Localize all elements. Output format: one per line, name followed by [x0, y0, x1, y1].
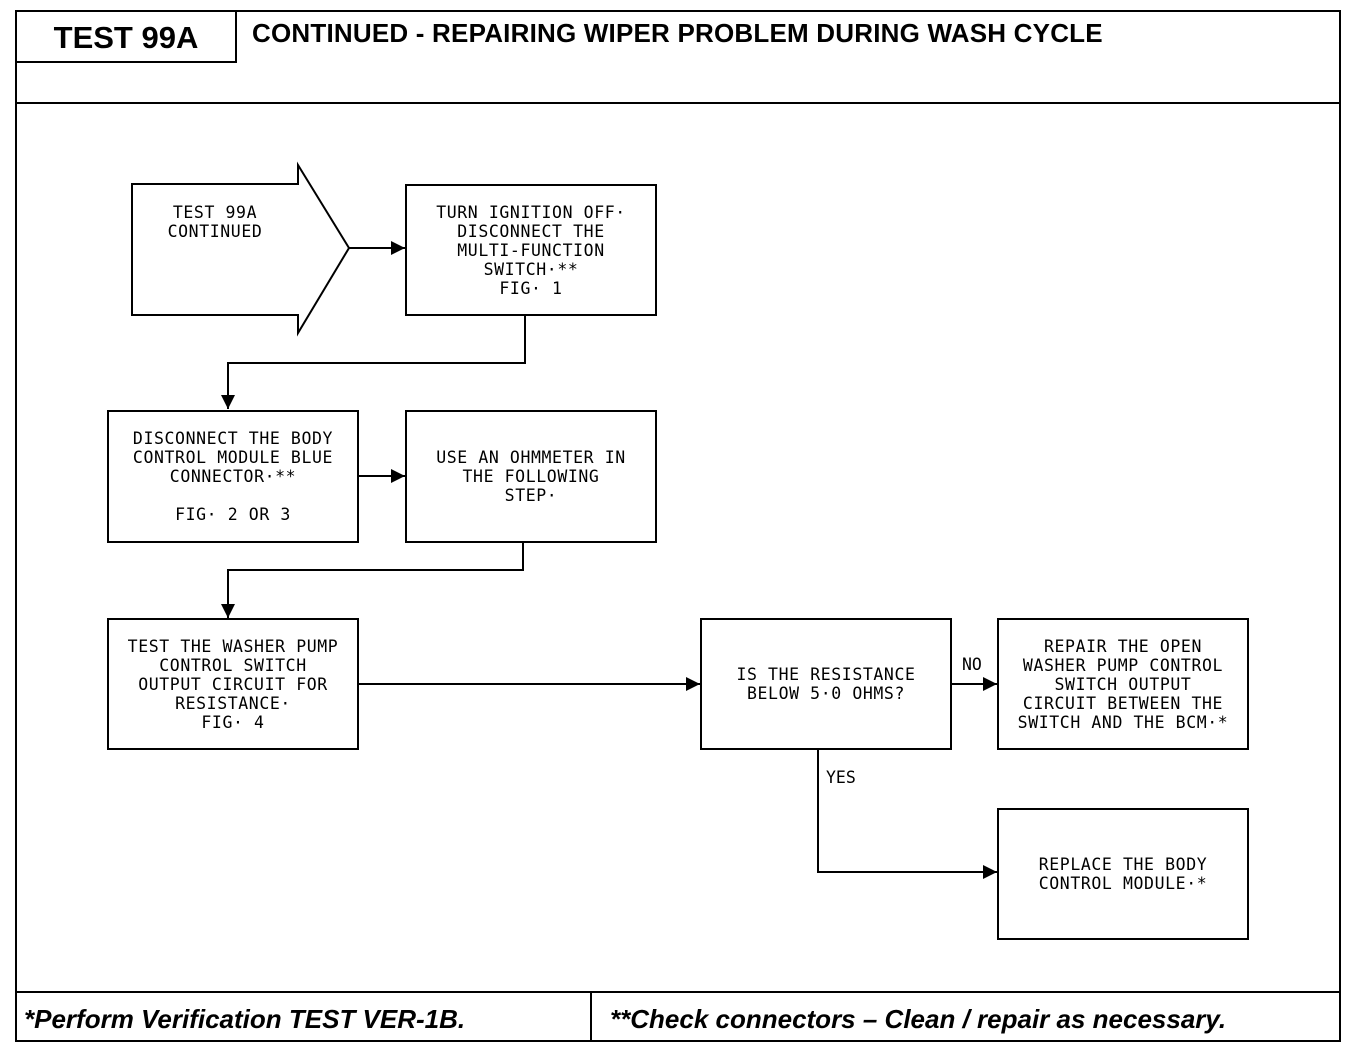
test-washer-pump-box: TEST THE WASHER PUMP CONTROL SWITCH OUTP… — [107, 618, 359, 750]
header-label-divider — [235, 10, 237, 62]
repair-open-circuit-box: REPAIR THE OPEN WASHER PUMP CONTROL SWIT… — [997, 618, 1249, 750]
test-washer-pump-text: TEST THE WASHER PUMP CONTROL SWITCH OUTP… — [127, 636, 339, 732]
turn-ignition-off-box: TURN IGNITION OFF· DISCONNECT THE MULTI-… — [405, 184, 657, 316]
page-frame — [15, 10, 1341, 1042]
footer-top-border — [15, 991, 1341, 993]
turn-ignition-off-text: TURN IGNITION OFF· DISCONNECT THE MULTI-… — [436, 202, 626, 298]
disconnect-bcm-box: DISCONNECT THE BODY CONTROL MODULE BLUE … — [107, 410, 359, 543]
edge-question-to-replace — [817, 749, 997, 879]
edge-ohmmeter-to-washer-test — [221, 542, 524, 618]
use-ohmmeter-text: USE AN OHMMETER IN THE FOLLOWING STEP· — [436, 448, 626, 505]
repair-open-circuit-text: REPAIR THE OPEN WASHER PUMP CONTROL SWIT… — [1017, 636, 1229, 732]
no-branch-label: NO — [962, 655, 982, 674]
footer-connectors-note: **Check connectors – Clean / repair as n… — [610, 1003, 1227, 1034]
start-node-text: TEST 99A CONTINUED — [167, 203, 263, 241]
footer-divider — [590, 992, 592, 1042]
resistance-question-text: IS THE RESISTANCE BELOW 5·0 OHMS? — [736, 665, 916, 703]
yes-branch-label: YES — [826, 768, 856, 787]
footer-verification-note: *Perform Verification TEST VER-1B. — [24, 1003, 466, 1034]
replace-bcm-box: REPLACE THE BODY CONTROL MODULE·* — [997, 808, 1249, 940]
resistance-question-box: IS THE RESISTANCE BELOW 5·0 OHMS? — [700, 618, 952, 750]
test-number-label: TEST 99A — [53, 20, 199, 55]
start-arrow-shape — [131, 161, 351, 337]
page-title: CONTINUED - REPAIRING WIPER PROBLEM DURI… — [252, 18, 1103, 48]
header-label-bottom-border — [15, 61, 237, 63]
edge-ignition-to-bcm — [221, 315, 526, 409]
use-ohmmeter-box: USE AN OHMMETER IN THE FOLLOWING STEP· — [405, 410, 657, 543]
header-bottom-border — [15, 102, 1341, 104]
replace-bcm-text: REPLACE THE BODY CONTROL MODULE·* — [1038, 855, 1208, 893]
disconnect-bcm-text: DISCONNECT THE BODY CONTROL MODULE BLUE … — [132, 429, 334, 524]
